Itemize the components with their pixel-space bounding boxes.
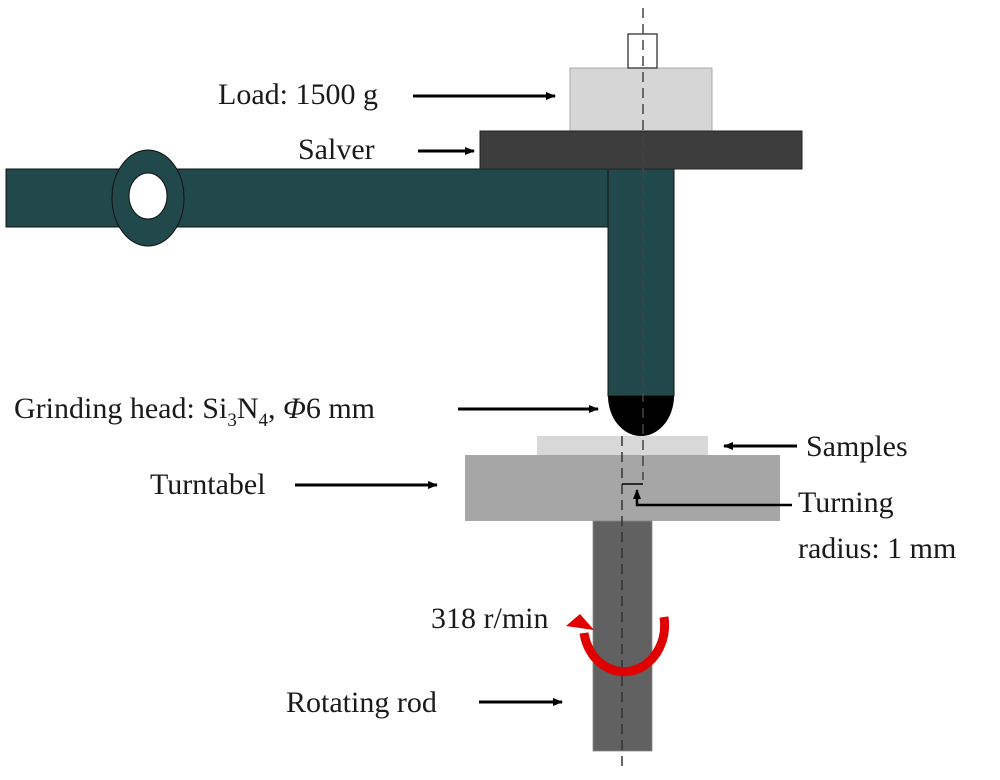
salver-label: Salver	[298, 133, 375, 166]
radius-leader	[633, 489, 792, 507]
turning-radius-label-line1: Turning	[798, 486, 894, 519]
rotating-rod-label: Rotating rod	[286, 686, 437, 719]
load-weight	[569, 67, 713, 132]
grinding-head-mid: N	[237, 392, 259, 425]
grinding-head-suffix: ,	[268, 392, 283, 425]
grinding-head-prefix: Grinding head: Si	[14, 392, 227, 425]
turntable-label: Turntabel	[150, 468, 266, 501]
speed-label: 318 r/min	[431, 602, 549, 635]
grinding-head-label: Grinding head: Si3N4, Φ6 mm	[14, 392, 375, 431]
lever-arm	[5, 168, 611, 228]
salver-plate	[479, 130, 803, 170]
vertical-column	[607, 168, 675, 397]
grinding-head-phi: Φ	[283, 392, 306, 425]
samples-label: Samples	[806, 430, 908, 463]
grinding-head-sub1: 3	[227, 410, 237, 431]
turning-radius-label-line2: radius: 1 mm	[798, 532, 956, 565]
pivot-hole	[128, 172, 168, 220]
grinding-head-size: 6 mm	[306, 392, 375, 425]
grinding-head-ball	[608, 396, 674, 436]
rotation-arrowhead-icon	[566, 614, 594, 630]
rotation-arrow-icon	[579, 616, 670, 677]
load-label: Load: 1500 g	[218, 78, 378, 111]
grinding-head-sub2: 4	[258, 410, 268, 431]
